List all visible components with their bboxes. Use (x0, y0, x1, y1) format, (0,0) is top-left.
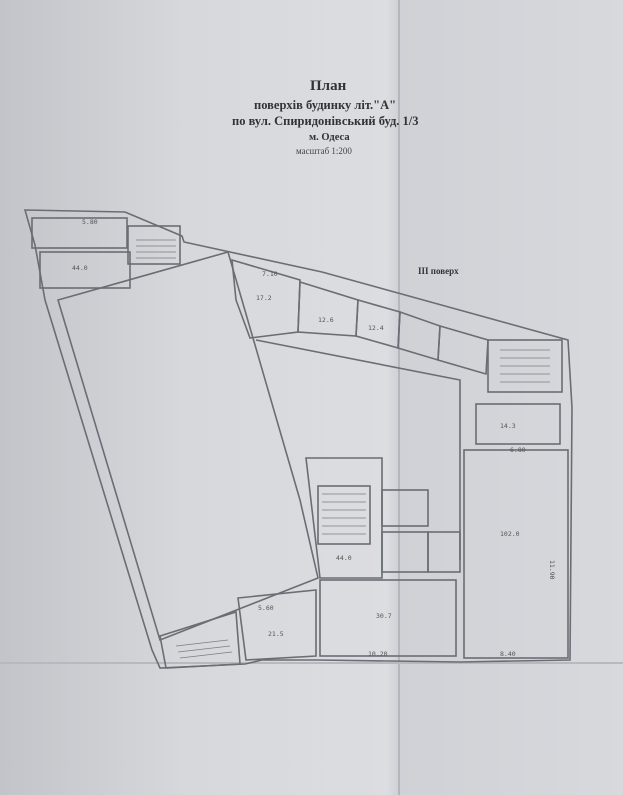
room-north-1 (231, 258, 301, 339)
outer-wall (23, 209, 573, 669)
dimension-label: 11.90 (548, 560, 556, 580)
room-right-small (475, 403, 561, 445)
plan-scale: масштаб 1:200 (296, 146, 352, 156)
room-north-5 (437, 324, 489, 376)
room-north-2 (297, 280, 359, 337)
corridor-line (255, 339, 461, 560)
dimension-label: 10.20 (368, 650, 388, 658)
dimension-label: 7.10 (262, 270, 278, 278)
plan-heading: План (310, 78, 347, 94)
room-label: 44.0 (72, 264, 88, 272)
room-north-4 (397, 310, 441, 362)
room-label: 102.0 (500, 530, 520, 538)
plan-walls (23, 209, 573, 669)
stairs-center (305, 457, 383, 579)
room-bottom-left (237, 589, 317, 661)
room-label: 12.4 (368, 324, 384, 332)
dimension-label: 5.60 (258, 604, 274, 612)
paper-fold-horizontal (0, 662, 623, 664)
plan-city: м. Одеса (309, 132, 350, 143)
plan-subtitle-1: поверхів будинку літ."А" (254, 98, 397, 112)
plan-subtitle-2: по вул. Спиридонівський буд. 1/3 (232, 114, 419, 128)
room-label: 17.2 (256, 294, 272, 302)
stair-flight-center (317, 485, 371, 545)
room-center-3 (427, 531, 461, 573)
room-label: 14.3 (500, 422, 516, 430)
dimension-label: 8.40 (500, 650, 516, 658)
stairs-top-left (127, 225, 181, 265)
room-right-hall (463, 449, 569, 659)
room-label: 44.0 (336, 554, 352, 562)
dimension-label: 5.80 (82, 218, 98, 226)
dimension-labels: 5.80 7.10 6.80 11.90 8.40 10.20 5.60 (82, 218, 556, 658)
floor-label: III поверх (418, 266, 459, 276)
courtyard-left (57, 251, 319, 642)
stair-treads (136, 239, 550, 659)
stairs-bottom-left (159, 610, 241, 669)
room-label: 12.6 (318, 316, 334, 324)
stairs-right (487, 339, 563, 393)
room-bottom-center (319, 579, 457, 657)
room-label: 21.5 (268, 630, 284, 638)
dimension-label: 6.80 (510, 446, 526, 454)
room-top-left-1 (31, 217, 128, 249)
room-center-2 (381, 531, 429, 573)
paper-fold-vertical (398, 0, 400, 795)
room-top-left-2 (39, 251, 131, 289)
room-label: 30.7 (376, 612, 392, 620)
room-center-1 (381, 489, 429, 527)
room-labels: 44.0 17.2 12.6 12.4 14.3 102.0 44.0 30.7… (72, 264, 520, 638)
